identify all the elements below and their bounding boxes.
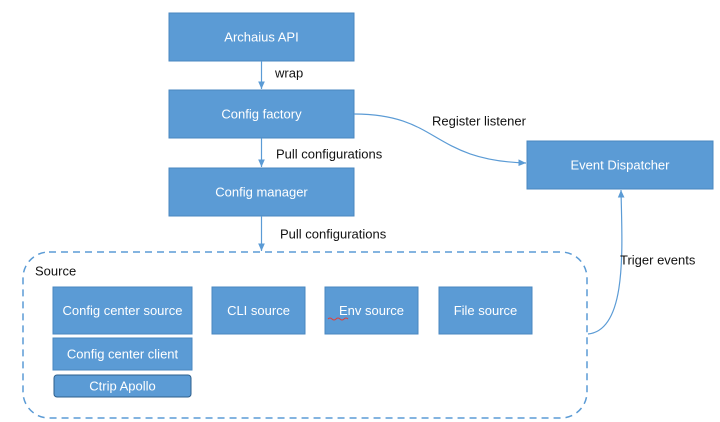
env-source-node: Env source: [324, 286, 419, 335]
archaius-api-node: Archaius API: [168, 12, 355, 62]
archaius-api-label: Archaius API: [224, 30, 298, 45]
wrap-label: wrap: [274, 66, 303, 81]
triger-events-arrow: [587, 189, 625, 335]
config-manager-node: Config manager: [168, 167, 355, 217]
pull-configurations-label-1: Pull configurations: [276, 147, 383, 162]
register-listener-arrow: [353, 113, 527, 167]
cli-source-label: CLI source: [227, 303, 290, 318]
event-dispatcher-node: Event Dispatcher: [526, 140, 714, 190]
config-factory-label: Config factory: [221, 107, 302, 122]
triger-events-label: Triger events: [620, 253, 696, 268]
config-factory-node: Config factory: [168, 89, 355, 139]
config-center-client-node: Config center client: [52, 337, 193, 371]
ctrip-apollo-label: Ctrip Apollo: [89, 379, 155, 394]
ctrip-apollo-node: Ctrip Apollo: [53, 374, 192, 398]
config-center-source-node: Config center source: [52, 286, 193, 335]
file-source-node: File source: [438, 286, 533, 335]
cli-source-node: CLI source: [211, 286, 306, 335]
env-source-label: Env source: [339, 303, 404, 318]
source-group-label: Source: [35, 264, 76, 279]
source-group-border: [22, 251, 588, 419]
spellcheck-underline: [327, 317, 349, 321]
event-dispatcher-label: Event Dispatcher: [571, 158, 671, 173]
config-manager-label: Config manager: [215, 185, 308, 200]
pull-configurations-label-2: Pull configurations: [280, 227, 387, 242]
config-center-source-label: Config center source: [63, 303, 183, 318]
config-center-client-label: Config center client: [67, 347, 179, 362]
file-source-label: File source: [454, 303, 518, 318]
register-listener-label: Register listener: [432, 114, 527, 129]
